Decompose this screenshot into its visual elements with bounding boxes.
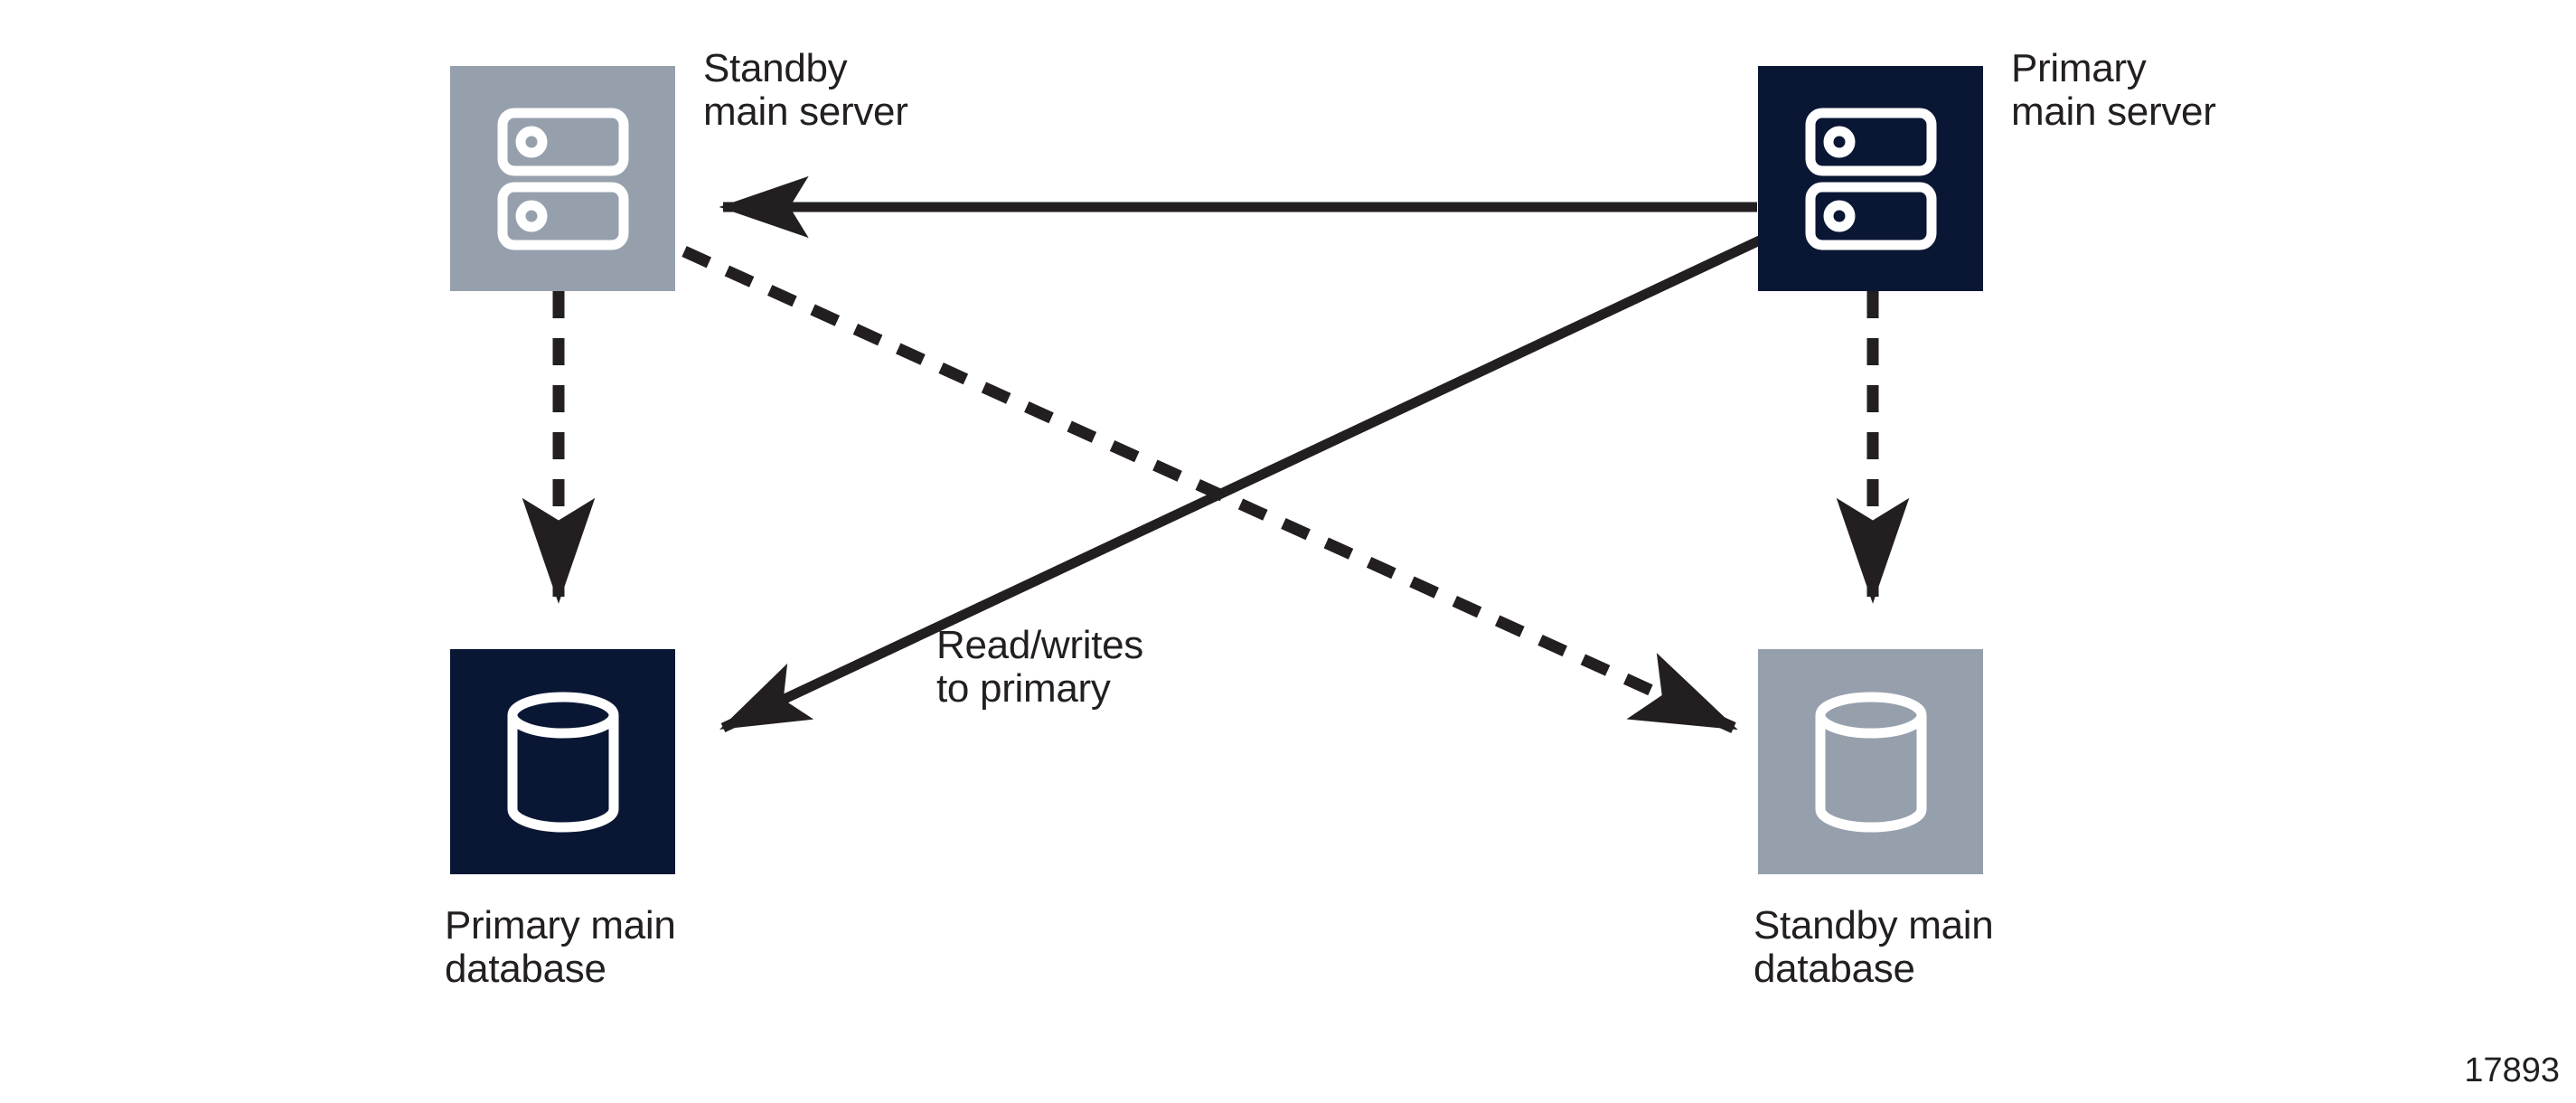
- connector-standby-server-to-standby-database: [682, 246, 1738, 733]
- server-icon: [497, 108, 628, 250]
- node-primary-main-database[interactable]: [450, 649, 675, 874]
- node-primary-main-server[interactable]: [1758, 66, 1983, 291]
- node-standby-main-database[interactable]: [1758, 649, 1983, 874]
- database-icon: [1815, 692, 1926, 832]
- edge-label-read-writes-to-primary: Read/writes to primary: [936, 623, 1144, 711]
- label-standby-main-server: Standby main server: [703, 46, 908, 134]
- label-primary-main-server: Primary main server: [2011, 46, 2216, 134]
- label-standby-main-database: Standby main database: [1753, 903, 1994, 991]
- connector-primary-server-to-primary-database: [719, 220, 1797, 732]
- label-primary-main-database: Primary main database: [445, 903, 676, 991]
- figure-number: 17893: [2464, 1051, 2560, 1089]
- node-standby-main-server[interactable]: [450, 66, 675, 291]
- database-icon: [507, 692, 618, 832]
- server-icon: [1805, 108, 1936, 250]
